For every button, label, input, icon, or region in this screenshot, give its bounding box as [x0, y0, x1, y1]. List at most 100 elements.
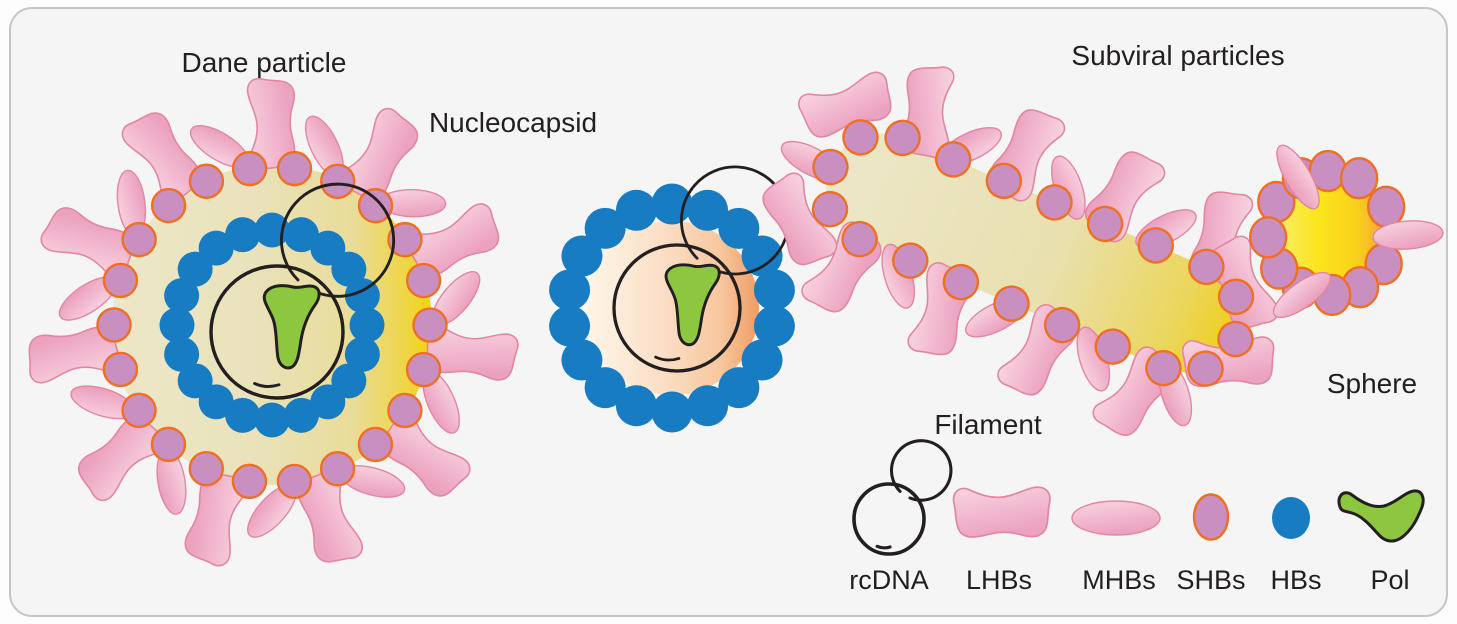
shbs-protein-icon	[841, 220, 878, 258]
shbs-protein-icon	[811, 190, 849, 228]
shbs-protein-icon	[892, 242, 929, 279]
shbs-protein-icon	[884, 119, 921, 157]
hbs-core-protein-icon	[164, 336, 200, 372]
shbs-protein-icon	[1043, 306, 1081, 344]
hbs-core-protein-icon	[1272, 497, 1310, 539]
shbs-protein-icon	[1192, 493, 1230, 541]
shbs-protein-icon	[405, 262, 442, 299]
shbs-protein-icon	[1094, 328, 1131, 365]
shbs-protein-icon	[1086, 205, 1124, 243]
shbs-protein-icon	[387, 392, 423, 429]
lhbs-protein-icon	[952, 486, 1051, 538]
hbs-core-protein-icon	[349, 307, 385, 343]
hbs-core-protein-icon	[615, 385, 657, 427]
shbs-protein-icon	[102, 351, 139, 388]
hbs-core-protein-icon	[741, 235, 783, 277]
hbs-core-protein-icon	[225, 397, 261, 433]
filament-envelope	[826, 133, 1240, 373]
shbs-protein-icon	[102, 262, 139, 299]
hbs-core-protein-icon	[651, 391, 693, 433]
hbs-core-protein-icon	[584, 207, 626, 249]
shbs-protein-icon	[812, 148, 849, 186]
sphere-label: Sphere	[1327, 368, 1417, 399]
legend-label-shbs: SHBs	[1176, 565, 1245, 595]
hbs-core-protein-icon	[344, 336, 380, 372]
hbs-core-protein-icon	[584, 367, 626, 409]
shbs-protein-icon	[276, 150, 313, 187]
hbs-core-protein-icon	[741, 339, 783, 381]
hbs-core-protein-icon	[753, 269, 795, 311]
shbs-protein-icon	[96, 307, 132, 343]
shbs-protein-icon	[985, 162, 1023, 200]
legend	[852, 439, 1425, 556]
subviral-particles-title: Subviral particles	[1071, 40, 1284, 71]
dane-envelope	[112, 165, 432, 485]
shbs-protein-icon	[150, 187, 187, 224]
filament-particle	[762, 66, 1279, 436]
hbs-core-protein-icon	[561, 235, 603, 277]
legend-label-pol: Pol	[1370, 565, 1409, 595]
mhbs-protein-icon	[1372, 220, 1444, 250]
shbs-protein-icon	[1145, 349, 1182, 387]
hbs-core-protein-icon	[198, 230, 234, 266]
hbs-core-protein-icon	[561, 339, 603, 381]
shbs-protein-icon	[993, 285, 1030, 322]
hbs-core-protein-icon	[283, 397, 319, 433]
rcdna-icon	[852, 439, 953, 556]
shbs-protein-icon	[357, 187, 394, 224]
shbs-protein-icon	[405, 351, 442, 388]
hbs-core-protein-icon	[549, 305, 591, 347]
shbs-protein-icon	[188, 163, 225, 199]
legend-label-hbs: HBs	[1270, 565, 1321, 595]
hbs-core-protein-icon	[331, 251, 367, 287]
shbs-protein-icon	[387, 221, 423, 258]
hbs-core-protein-icon	[283, 217, 319, 253]
shbs-protein-icon	[1137, 227, 1174, 264]
shbs-protein-icon	[231, 463, 268, 500]
shbs-protein-icon	[935, 141, 972, 178]
hbs-core-protein-icon	[159, 307, 195, 343]
shbs-protein-icon	[1217, 320, 1254, 358]
shbs-protein-icon	[1248, 216, 1288, 259]
pol-polymerase-icon	[1337, 489, 1425, 543]
hbs-core-protein-icon	[254, 402, 290, 438]
sphere-envelope	[1268, 171, 1392, 295]
shbs-protein-icon	[121, 221, 157, 258]
hbs-core-protein-icon	[718, 367, 760, 409]
mhbs-protein-icon	[1276, 144, 1320, 210]
hbs-core-protein-icon	[753, 305, 795, 347]
shbs-protein-icon	[276, 463, 313, 500]
mhbs-protein-icon	[1272, 271, 1332, 319]
shbs-protein-icon	[842, 119, 879, 156]
shbs-protein-icon	[121, 392, 157, 429]
shbs-protein-icon	[231, 150, 268, 187]
shbs-protein-icon	[1366, 185, 1406, 228]
pol-polymerase-icon	[664, 263, 721, 347]
shbs-protein-icon	[942, 263, 980, 301]
hbs-core-protein-icon	[651, 183, 693, 225]
shbs-protein-icon	[319, 451, 356, 487]
rcdna-icon	[209, 182, 396, 400]
legend-label-rcdna: rcDNA	[849, 565, 929, 595]
shbs-protein-icon	[357, 426, 394, 463]
legend-label-mhbs: MHBs	[1082, 565, 1156, 595]
shbs-protein-icon	[1187, 350, 1224, 387]
filament-label: Filament	[934, 409, 1042, 440]
shbs-protein-icon	[1188, 248, 1225, 286]
hbs-core-protein-icon	[310, 384, 346, 420]
lhbs-protein-icon	[798, 71, 892, 138]
shbs-protein-icon	[150, 426, 187, 463]
nucleocapsid-particle	[549, 165, 795, 433]
hbs-core-protein-icon	[687, 385, 729, 427]
hbs-core-protein-icon	[687, 189, 729, 231]
shbs-protein-icon	[1339, 157, 1379, 200]
shbs-protein-icon	[188, 450, 225, 487]
lhbs-protein-icon	[762, 172, 838, 266]
hbs-core-protein-icon	[718, 207, 760, 249]
shbs-protein-icon	[319, 163, 356, 199]
shbs-protein-icon	[1217, 278, 1255, 316]
rcdna-icon	[612, 165, 790, 373]
hbs-core-protein-icon	[225, 217, 261, 253]
dane-particle	[28, 77, 519, 567]
